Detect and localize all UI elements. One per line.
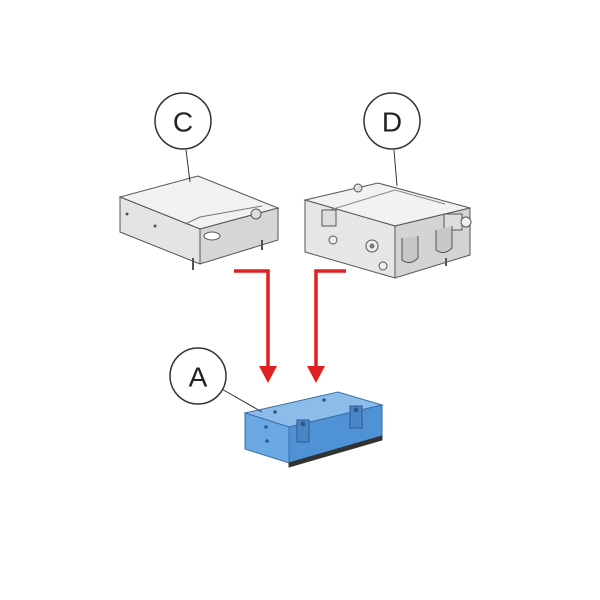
callout-d-leader — [393, 149, 398, 187]
callout-c-circle — [154, 92, 212, 150]
callout-c: C — [154, 92, 212, 183]
part-d-block — [303, 182, 472, 279]
callout-d-label: D — [382, 107, 402, 138]
callout-a: A — [169, 347, 263, 413]
callout-c-label: C — [173, 107, 193, 138]
part-a-block — [243, 391, 384, 468]
callout-d-circle — [363, 92, 421, 150]
callout-c-leader — [185, 149, 191, 183]
callout-d: D — [363, 92, 421, 187]
callout-a-leader — [219, 387, 263, 413]
arrow-from-d — [307, 269, 346, 383]
callout-a-label: A — [189, 362, 208, 393]
callout-a-circle — [169, 347, 227, 405]
arrow-from-c — [234, 269, 277, 383]
part-c-block — [118, 175, 280, 270]
